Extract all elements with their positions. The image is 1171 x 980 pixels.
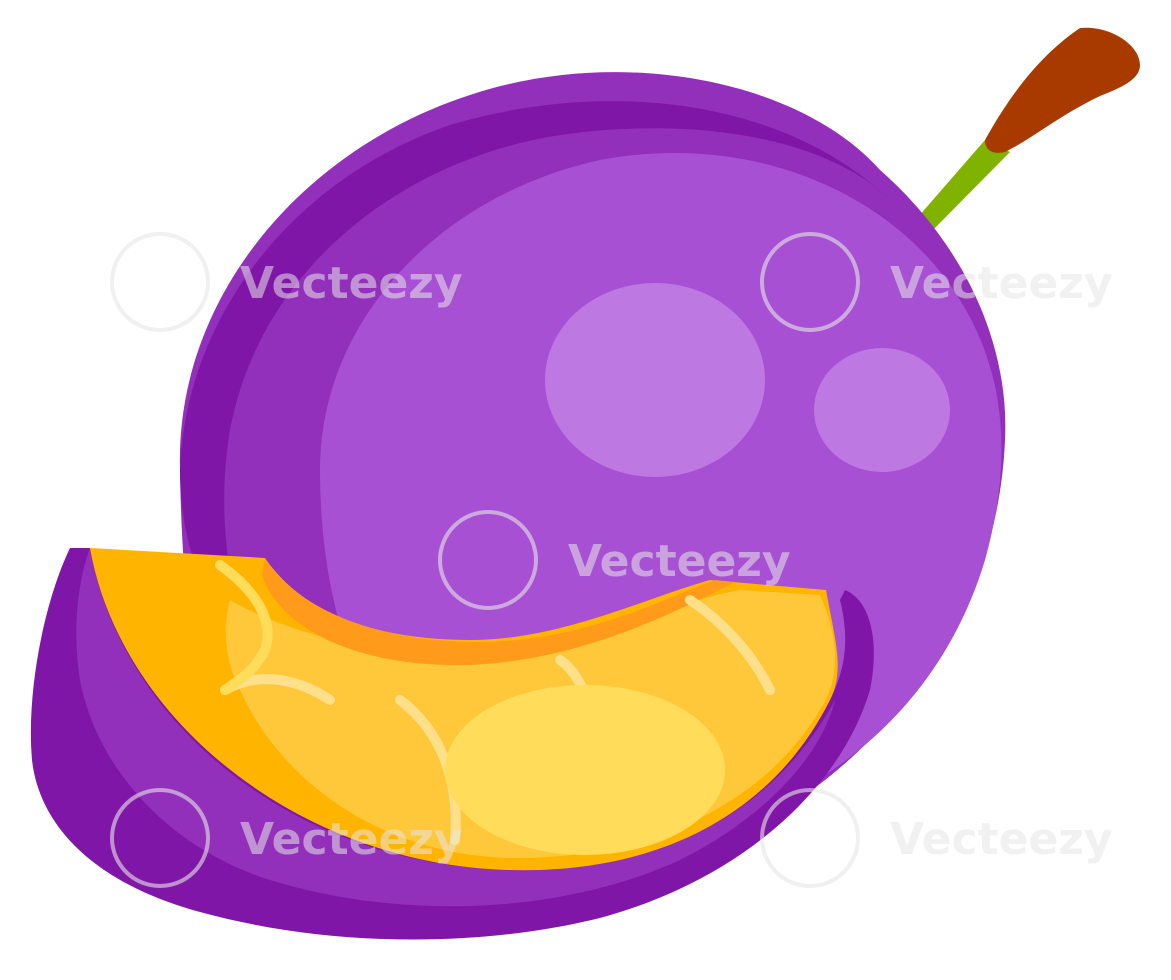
slice-pit-area xyxy=(445,685,725,855)
watermark-text: Vecteezy xyxy=(240,814,463,865)
highlight-large xyxy=(545,283,765,477)
watermark-text: Vecteezy xyxy=(890,814,1113,865)
watermark-text: Vecteezy xyxy=(568,536,791,587)
plum-slice xyxy=(30,548,874,940)
watermark-text: Vecteezy xyxy=(890,258,1113,309)
highlight-small xyxy=(814,348,950,472)
watermark-text: Vecteezy xyxy=(240,258,463,309)
plum-stem xyxy=(905,27,1140,238)
watermark-layer: Vecteezy Vecteezy Vecteezy Vecteezy Vect… xyxy=(110,232,1113,888)
